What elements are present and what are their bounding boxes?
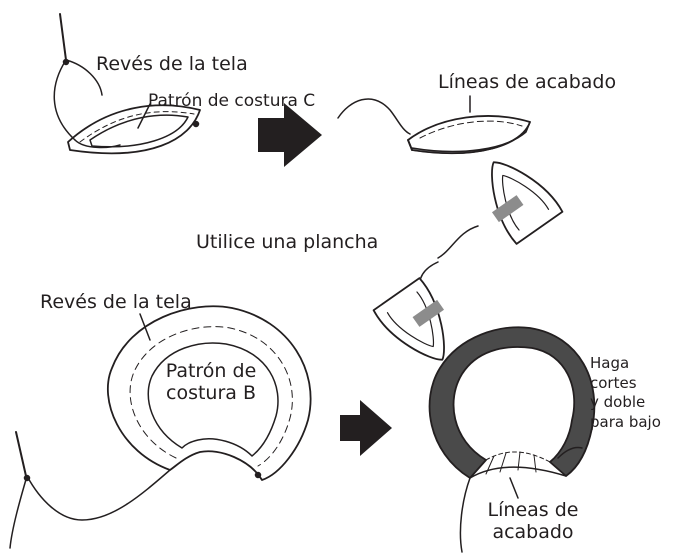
label-haga-line3: y doble [590,393,646,411]
label-haga-line1: Haga [590,354,630,372]
finished-ring [428,326,596,479]
label-patron-b: Patrón de costura B [145,360,277,405]
label-patron-b-line2: costura B [166,381,256,404]
label-lineas-bottom: Líneas de acabado [476,499,590,544]
leader-plancha [437,225,479,259]
label-lineas-bottom-line1: Líneas de [487,499,579,521]
label-patron-c: Patrón de costura C [148,91,316,111]
thread-bottom-left [9,469,171,549]
pattern-b-piece [107,305,312,481]
arrow-right-icon-top [258,103,322,167]
finished-piece-c [407,115,531,154]
label-lineas-top: Líneas de acabado [438,71,617,93]
leader-lineas-bottom [509,477,519,499]
label-patron-b-line1: Patrón de [165,360,257,382]
thread-top-left-to-fabric [74,139,121,149]
label-plancha: Utilice una plancha [196,231,379,253]
thread-top-left [53,59,103,141]
leader-haga [557,446,583,459]
thread-bottom-right [459,477,471,553]
label-reves-top: Revés de la tela [96,53,248,75]
label-haga-line2: cortes [590,373,637,392]
label-reves-bottom: Revés de la tela [40,291,192,313]
label-lineas-bottom-line2: acabado [492,520,574,543]
arrow-right-icon-bottom [340,400,392,456]
iron-icon-top [491,161,564,245]
thread-top-right [337,98,411,135]
pattern-c-piece [67,103,201,155]
label-haga-line4: para bajo [590,412,661,431]
iron-icon-bottom [372,277,445,361]
label-haga: Haga cortes y doble para bajo [590,354,661,432]
needle-icon-bottom [15,431,31,482]
needle-icon-top [59,13,70,66]
